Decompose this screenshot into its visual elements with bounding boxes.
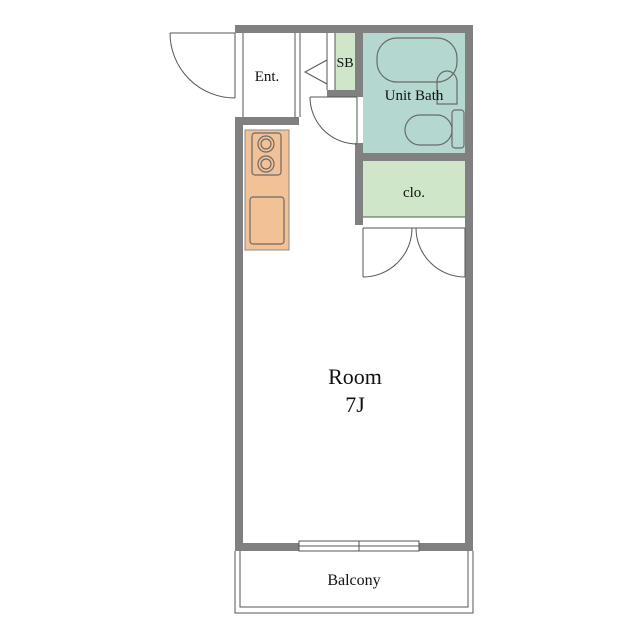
wall-shoe-box [327, 90, 363, 97]
closet-area [363, 161, 465, 217]
entrance-label: Ent. [255, 69, 280, 85]
bathtub [376, 37, 458, 83]
room-size-label: 7J [345, 392, 365, 417]
wall-bath-left-lower [355, 143, 363, 225]
wall-top [235, 25, 473, 33]
burner-icon [257, 155, 275, 173]
kitchen-sink [249, 196, 285, 245]
wall-bath-closet [355, 153, 473, 161]
unit-bath-label: Unit Bath [385, 88, 444, 104]
wall-bath-left-upper [355, 25, 363, 97]
entrance-outline [234, 33, 336, 117]
toilet-bowl [404, 114, 453, 146]
bath-door [309, 96, 358, 145]
shoe-box-label: SB [336, 56, 353, 71]
balcony [234, 551, 474, 614]
burner-icon [257, 135, 275, 153]
wash-basin [436, 70, 458, 105]
closet-doors [362, 216, 466, 278]
closet-label: clo. [403, 185, 425, 201]
wall-left [235, 117, 243, 551]
shoe-box-area [335, 33, 355, 90]
stove [251, 132, 282, 176]
window [298, 540, 420, 552]
wall-right [465, 25, 473, 551]
shoe-box-door [303, 59, 328, 85]
wall-entrance-kitchen [243, 117, 299, 125]
kitchen-counter [244, 129, 290, 251]
unit-bath-area [363, 33, 465, 153]
entrance-door [169, 32, 236, 99]
balcony-label: Balcony [327, 572, 380, 589]
room-name-label: Room [328, 364, 382, 389]
